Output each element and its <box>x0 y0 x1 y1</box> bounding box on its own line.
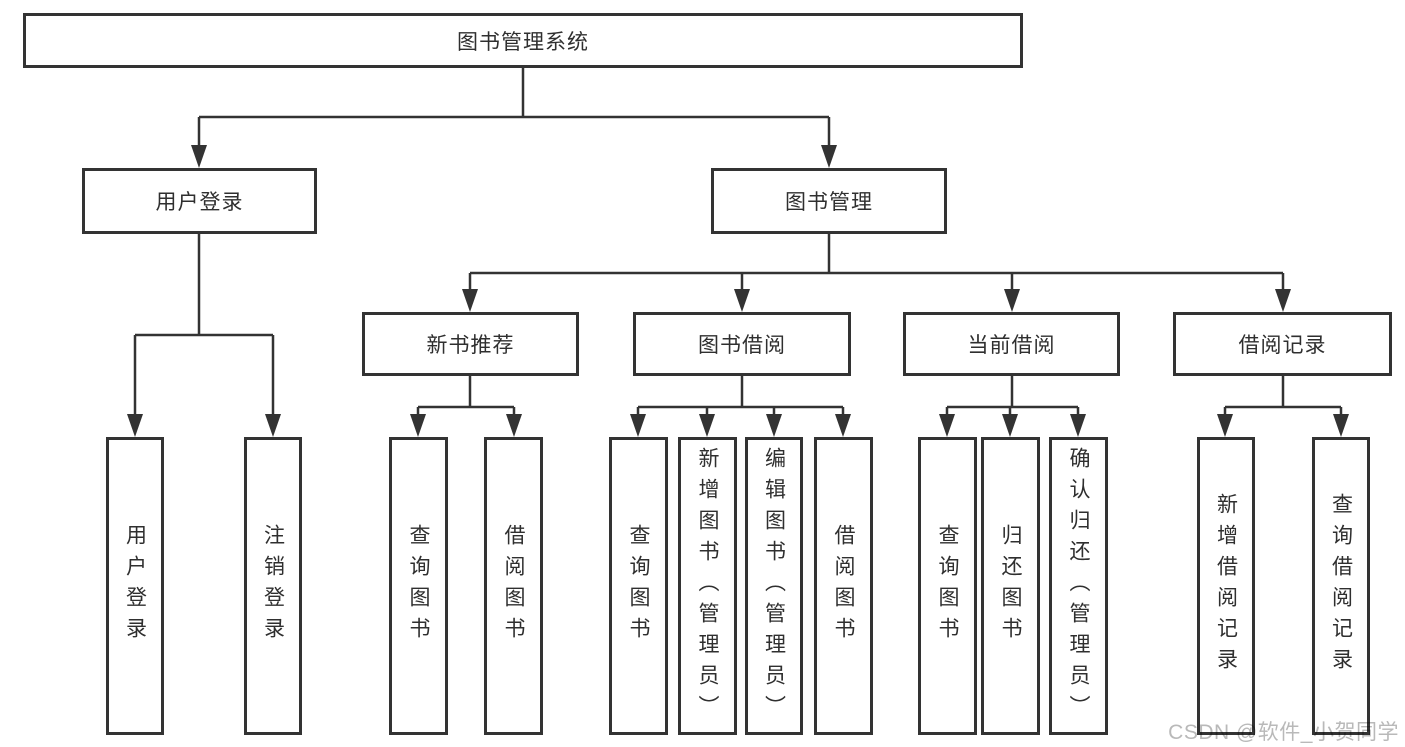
leaf-return-books: 归还图书 <box>981 437 1040 735</box>
arrowheads-level2 <box>191 145 837 168</box>
leaf-borrow-books-recommend-label: 借阅图书 <box>502 524 525 648</box>
node-book-borrow: 图书借阅 <box>633 312 851 376</box>
node-new-book-recommend: 新书推荐 <box>362 312 579 376</box>
leaf-borrow-books-recommend: 借阅图书 <box>484 437 543 735</box>
connector-user-login-children <box>133 234 275 416</box>
arrowheads-new-book-children <box>410 414 522 437</box>
leaf-logout-label: 注销登录 <box>261 524 285 648</box>
node-current-borrow: 当前借阅 <box>903 312 1120 376</box>
connector-book-mgmt-groups <box>468 234 1285 291</box>
connector-borrow-record-children <box>1223 376 1343 416</box>
node-book-management: 图书管理 <box>711 168 947 234</box>
leaf-borrow-books-label: 借阅图书 <box>832 524 855 648</box>
node-borrow-records: 借阅记录 <box>1173 312 1392 376</box>
node-user-login-branch: 用户登录 <box>82 168 317 234</box>
leaf-query-books-recommend-label: 查询图书 <box>407 524 430 648</box>
leaf-query-borrow-record: 查询借阅记录 <box>1312 437 1370 735</box>
leaf-add-borrow-record: 新增借阅记录 <box>1197 437 1255 735</box>
leaf-user-login-label: 用户登录 <box>123 524 147 648</box>
leaf-confirm-return-admin: 确认归还（管理员） <box>1049 437 1108 735</box>
leaf-query-books-borrow-label: 查询图书 <box>627 524 650 648</box>
leaf-query-borrow-record-label: 查询借阅记录 <box>1329 493 1353 679</box>
arrowheads-current-borrow-children <box>939 414 1086 437</box>
arrowheads-book-borrow-children <box>630 414 851 437</box>
leaf-edit-books-admin-label: 编辑图书（管理员） <box>762 446 786 726</box>
node-library-system-root: 图书管理系统 <box>23 13 1023 68</box>
connector-root-to-level2 <box>197 68 831 147</box>
arrowheads-borrow-record-children <box>1217 414 1349 437</box>
arrowheads-book-mgmt-groups <box>462 289 1291 312</box>
connector-current-borrow-children <box>945 376 1080 416</box>
leaf-query-books-current-label: 查询图书 <box>936 524 959 648</box>
leaf-query-books-current: 查询图书 <box>918 437 977 735</box>
leaf-add-books-admin-label: 新增图书（管理员） <box>696 446 719 726</box>
csdn-watermark: CSDN @软件_小贺同学 <box>1168 721 1399 744</box>
leaf-add-borrow-record-label: 新增借阅记录 <box>1214 493 1238 679</box>
leaf-user-login: 用户登录 <box>106 437 164 735</box>
leaf-return-books-label: 归还图书 <box>999 524 1022 648</box>
leaf-add-books-admin: 新增图书（管理员） <box>678 437 737 735</box>
arrowheads-user-login-children <box>127 414 281 437</box>
connector-new-book-children <box>416 376 516 416</box>
connector-book-borrow-children <box>636 376 845 416</box>
leaf-confirm-return-admin-label: 确认归还（管理员） <box>1067 446 1090 726</box>
leaf-query-books-borrow: 查询图书 <box>609 437 668 735</box>
leaf-query-books-recommend: 查询图书 <box>389 437 448 735</box>
leaf-borrow-books: 借阅图书 <box>814 437 873 735</box>
leaf-edit-books-admin: 编辑图书（管理员） <box>745 437 803 735</box>
leaf-logout: 注销登录 <box>244 437 302 735</box>
